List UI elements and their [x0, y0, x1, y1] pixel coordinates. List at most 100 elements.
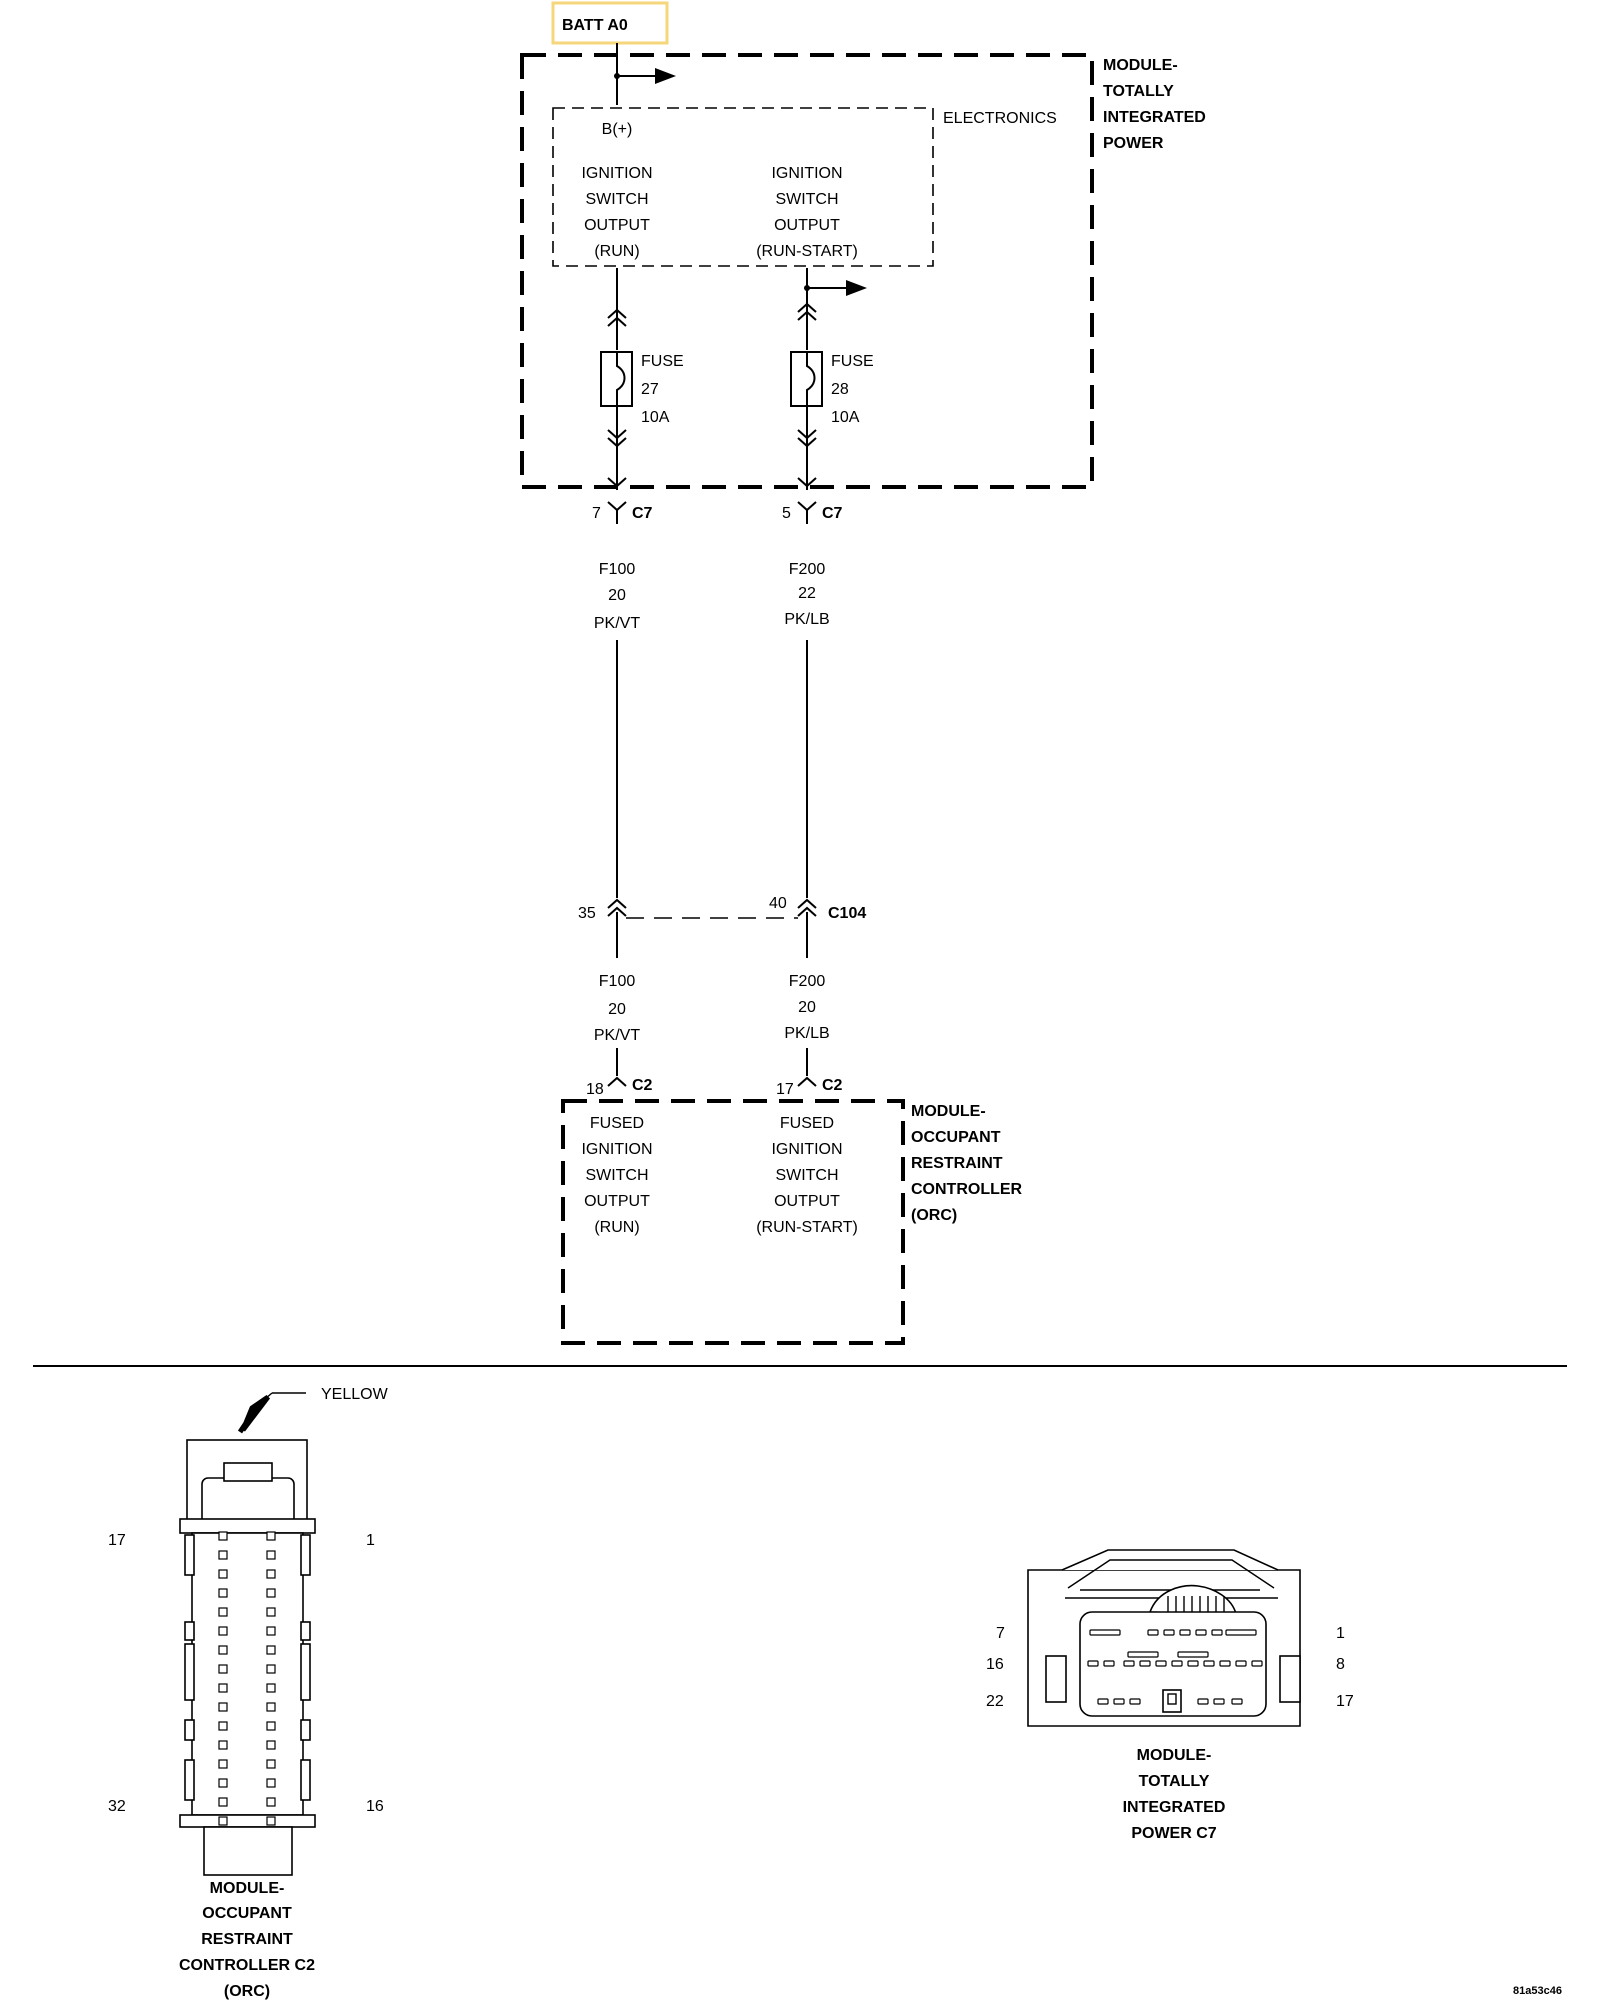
c7-cavity — [1203, 1660, 1215, 1667]
c2-cavity — [266, 1759, 276, 1769]
c7-cavity — [1103, 1660, 1115, 1667]
electronics-label: ELECTRONICS — [943, 110, 1057, 127]
svg-text:35: 35 — [578, 905, 596, 922]
c2-cavity — [218, 1550, 228, 1560]
electronics-box — [552, 107, 934, 267]
c2-cavity — [266, 1683, 276, 1693]
c2-cavity — [266, 1531, 276, 1541]
svg-text:OUTPUT: OUTPUT — [774, 1193, 840, 1210]
c2-cavity — [266, 1721, 276, 1731]
svg-text:OUTPUT: OUTPUT — [584, 1193, 650, 1210]
c104-right-connector — [797, 898, 817, 958]
c2-rib — [184, 1643, 195, 1701]
c7-right-connector — [797, 501, 817, 524]
svg-text:C104: C104 — [828, 905, 866, 922]
svg-text:C7: C7 — [632, 505, 653, 522]
svg-text:5: 5 — [782, 505, 791, 522]
svg-text:10A: 10A — [831, 409, 860, 426]
c2-cavity — [218, 1816, 228, 1826]
c2-cavity — [266, 1664, 276, 1674]
c2-rib — [300, 1719, 311, 1741]
c2-cavity — [218, 1683, 228, 1693]
tipm-module-outline — [520, 53, 1094, 489]
c7-cavity — [1147, 1629, 1159, 1636]
svg-text:POWER C7: POWER C7 — [1131, 1825, 1216, 1842]
c7-connector-view: 7 16 22 1 8 17 MODULE- TOTALLY INTEGRATE… — [986, 1549, 1354, 1842]
svg-text:OCCUPANT: OCCUPANT — [202, 1905, 292, 1922]
svg-text:RESTRAINT: RESTRAINT — [201, 1931, 293, 1948]
svg-text:(ORC): (ORC) — [911, 1207, 957, 1224]
c2-cavity — [218, 1797, 228, 1807]
c7-cavity — [1219, 1660, 1231, 1667]
c7-cavity — [1177, 1651, 1209, 1658]
svg-text:PK/VT: PK/VT — [594, 615, 640, 632]
svg-text:F100: F100 — [599, 561, 636, 578]
right-lower-chevrons — [797, 429, 817, 448]
runstart-output-label: IGNITION SWITCH OUTPUT (RUN-START) — [756, 165, 858, 260]
c7-cavity — [1187, 1660, 1199, 1667]
c2-rib — [184, 1759, 195, 1801]
svg-text:(RUN-START): (RUN-START) — [756, 1219, 858, 1236]
fuse-27-element — [616, 352, 626, 406]
c7-cavity — [1197, 1698, 1209, 1705]
c2-cavity — [266, 1645, 276, 1655]
c2-cavity — [266, 1626, 276, 1636]
c2-color-label: YELLOW — [321, 1386, 389, 1403]
c2-view-caption: MODULE- OCCUPANT RESTRAINT CONTROLLER C2… — [179, 1880, 315, 2000]
c2-cavity — [218, 1645, 228, 1655]
c2-cavity — [218, 1531, 228, 1541]
batt-branch-arrow — [655, 68, 676, 84]
c2-cavity — [266, 1702, 276, 1712]
svg-text:C2: C2 — [822, 1077, 843, 1094]
svg-text:FUSE: FUSE — [831, 353, 874, 370]
svg-text:FUSED: FUSED — [780, 1115, 834, 1132]
svg-text:18: 18 — [586, 1081, 604, 1098]
svg-text:C2: C2 — [632, 1077, 653, 1094]
c7-cavity — [1163, 1629, 1175, 1636]
c2-cavity — [218, 1778, 228, 1788]
svg-text:(ORC): (ORC) — [224, 1983, 270, 2000]
c7-cavity — [1097, 1698, 1109, 1705]
figure-id: 81a53c46 — [1513, 1985, 1562, 1997]
svg-text:SWITCH: SWITCH — [775, 191, 838, 208]
c7-pin-7: 7 — [996, 1625, 1005, 1642]
svg-text:27: 27 — [641, 381, 659, 398]
svg-text:20: 20 — [608, 1001, 626, 1018]
svg-text:C7: C7 — [822, 505, 843, 522]
yellow-pointer-arrow — [237, 1394, 270, 1434]
svg-text:(RUN): (RUN) — [594, 243, 639, 260]
orc-runstart-input-label: FUSED IGNITION SWITCH OUTPUT (RUN-START) — [756, 1115, 858, 1236]
c2-cavity — [266, 1607, 276, 1617]
svg-text:IGNITION: IGNITION — [771, 165, 842, 182]
svg-text:CONTROLLER C2: CONTROLLER C2 — [179, 1957, 315, 1974]
c7-cavity — [1155, 1660, 1167, 1667]
svg-text:F100: F100 — [599, 973, 636, 990]
c7-cavity — [1127, 1651, 1159, 1658]
svg-text:PK/LB: PK/LB — [784, 611, 829, 628]
c7-left-connector — [607, 501, 627, 524]
svg-text:POWER: POWER — [1103, 135, 1164, 152]
c2-connector-view: YELLOW 17 1 32 16 MODULE- OCCUPANT RESTR… — [108, 1386, 389, 2000]
bplus-label: B(+) — [602, 121, 633, 138]
c7-cavity — [1213, 1698, 1225, 1705]
c7-pin-8: 8 — [1336, 1656, 1345, 1673]
svg-text:IGNITION: IGNITION — [581, 1141, 652, 1158]
c2-rib — [300, 1534, 311, 1576]
c2-pin-17: 17 — [108, 1532, 126, 1549]
c2-rib — [300, 1759, 311, 1801]
svg-text:PK/LB: PK/LB — [784, 1025, 829, 1042]
svg-text:FUSE: FUSE — [641, 353, 684, 370]
c2-rib — [184, 1719, 195, 1741]
c2-cavity — [266, 1588, 276, 1598]
wire-f200-lower-label: F200 20 PK/LB — [784, 973, 829, 1042]
svg-text:F200: F200 — [789, 561, 826, 578]
c7-pin-22: 22 — [986, 1693, 1004, 1710]
wire-f100-lower-label: F100 20 PK/VT — [594, 973, 640, 1044]
c2-pin-1: 1 — [366, 1532, 375, 1549]
c7-cavity — [1089, 1629, 1121, 1636]
c7-cavity — [1113, 1698, 1125, 1705]
c2-rib — [300, 1621, 311, 1641]
svg-text:CONTROLLER: CONTROLLER — [911, 1181, 1023, 1198]
svg-text:20: 20 — [798, 999, 816, 1016]
wire-f200-upper-label: F200 22 PK/LB — [784, 561, 829, 628]
